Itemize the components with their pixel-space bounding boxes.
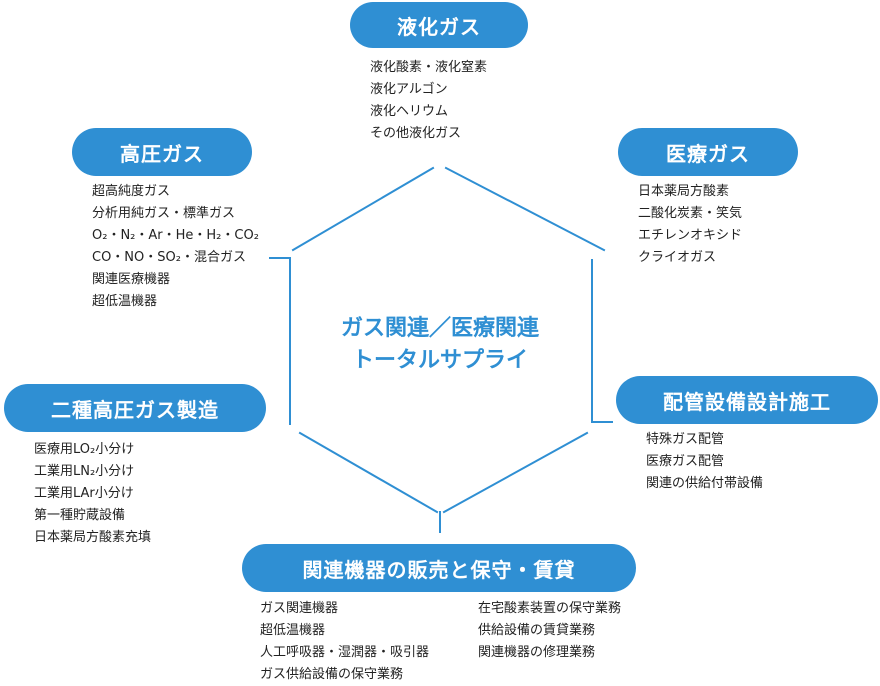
list-item: 第一種貯蔵設備 [34,508,126,523]
list-item: 二酸化炭素・笑気 [638,206,743,221]
list-item: 工業用LN₂小分け [34,464,135,479]
piping-list: 特殊ガス配管 医療ガス配管 関連の供給付帯設備 [646,429,763,495]
list-item: 日本薬局方酸素充填 [34,530,152,545]
list-item: 超低温機器 [260,623,326,638]
list-item: 医療用LO₂小分け [34,442,135,457]
list-item: 医療ガス配管 [646,454,725,469]
center-title-line1: ガス関連／医療関連 [340,316,539,341]
node-medical-gas: 医療ガス [618,128,798,176]
hex-edge-bottom-left [298,431,439,514]
list-item: 超低温機器 [92,294,158,309]
sales-list-right: 在宅酸素装置の保守業務 供給設備の賃貸業務 関連機器の修理業務 [478,598,621,664]
node-high-pressure-gas: 高圧ガス [72,128,252,176]
list-item: 関連機器の修理業務 [478,645,596,660]
list-item: 供給設備の賃貸業務 [478,623,596,638]
list-item: クライオガス [638,250,717,265]
list-item: 超高純度ガス [92,184,171,199]
list-item: 分析用純ガス・標準ガス [92,206,236,221]
list-item: CO・NO・SO₂・混合ガス [92,250,246,265]
node-class2-production: 二種高圧ガス製造 [4,384,266,432]
high-pressure-gas-list: 超高純度ガス 分析用純ガス・標準ガス O₂・N₂・Ar・He・H₂・CO₂ CO… [92,181,259,313]
list-item: 特殊ガス配管 [646,432,725,447]
list-item: エチレンオキシド [638,228,743,243]
node-piping: 配管設備設計施工 [616,376,878,424]
list-item: 液化アルゴン [370,82,448,97]
hex-edge-top-right [444,166,606,252]
list-item: O₂・N₂・Ar・He・H₂・CO₂ [92,228,259,243]
node-sales: 関連機器の販売と保守・賃貸 [242,544,636,592]
list-item: ガス供給設備の保守業務 [260,667,404,682]
center-title-line2: トータルサプライ [351,348,528,373]
list-item: ガス関連機器 [260,601,339,616]
hex-edge-bottom-right [442,431,589,514]
liquefied-gas-list: 液化酸素・液化窒素 液化アルゴン 液化ヘリウム その他液化ガス [370,57,487,145]
list-item: 関連医療機器 [92,272,171,287]
class2-production-list: 医療用LO₂小分け 工業用LN₂小分け 工業用LAr小分け 第一種貯蔵設備 日本… [34,439,151,549]
list-item: 在宅酸素装置の保守業務 [478,601,622,616]
list-item: 工業用LAr小分け [34,486,134,501]
list-item: 日本薬局方酸素 [638,184,730,199]
list-item: 液化酸素・液化窒素 [370,60,488,75]
center-title: ガス関連／医療関連 トータルサプライ [298,313,582,377]
medical-gas-list: 日本薬局方酸素 二酸化炭素・笑気 エチレンオキシド クライオガス [638,181,742,269]
node-liquefied-gas: 液化ガス [350,2,528,48]
list-item: 液化ヘリウム [370,104,449,119]
sales-list-left: ガス関連機器 超低温機器 人工呼吸器・湿潤器・吸引器 ガス供給設備の保守業務 [260,598,429,686]
hex-edge-top-left [291,166,435,252]
list-item: 関連の供給付帯設備 [646,476,764,491]
list-item: 人工呼吸器・湿潤器・吸引器 [260,645,430,660]
list-item: その他液化ガス [370,126,462,141]
